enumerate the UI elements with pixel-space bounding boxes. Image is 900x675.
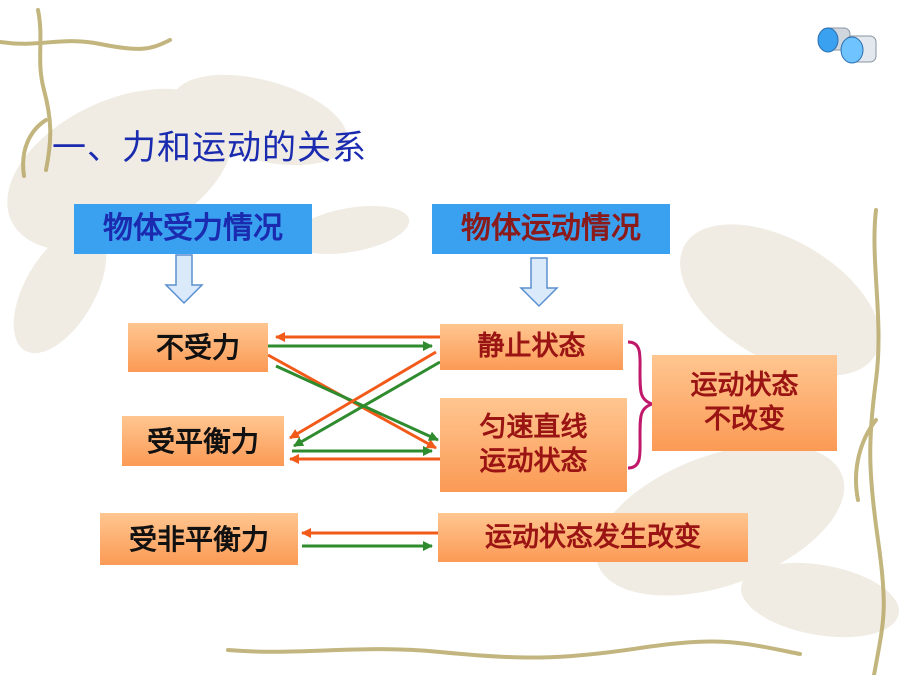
arrow-green [275,364,439,442]
no-force-box: 不受力 [128,323,268,372]
curly-brace-icon [627,340,657,470]
balanced-force-box: 受平衡力 [122,416,284,466]
rest-state-box: 静止状态 [440,324,623,370]
motion-header: 物体运动情况 [432,204,670,254]
state-unchanged-box: 运动状态 不改变 [652,355,837,451]
slide-title: 一、力和运动的关系 [52,128,367,168]
arrow-green [293,360,441,448]
uniform-motion-box: 匀速直线 运动状态 [440,398,627,492]
state-changed-box: 运动状态发生改变 [438,513,748,562]
arrow-red [289,350,437,440]
down-arrow-icon [164,254,204,305]
down-arrow-icon [519,257,559,308]
force-header: 物体受力情况 [74,204,312,254]
unbalanced-force-box: 受非平衡力 [100,513,298,565]
